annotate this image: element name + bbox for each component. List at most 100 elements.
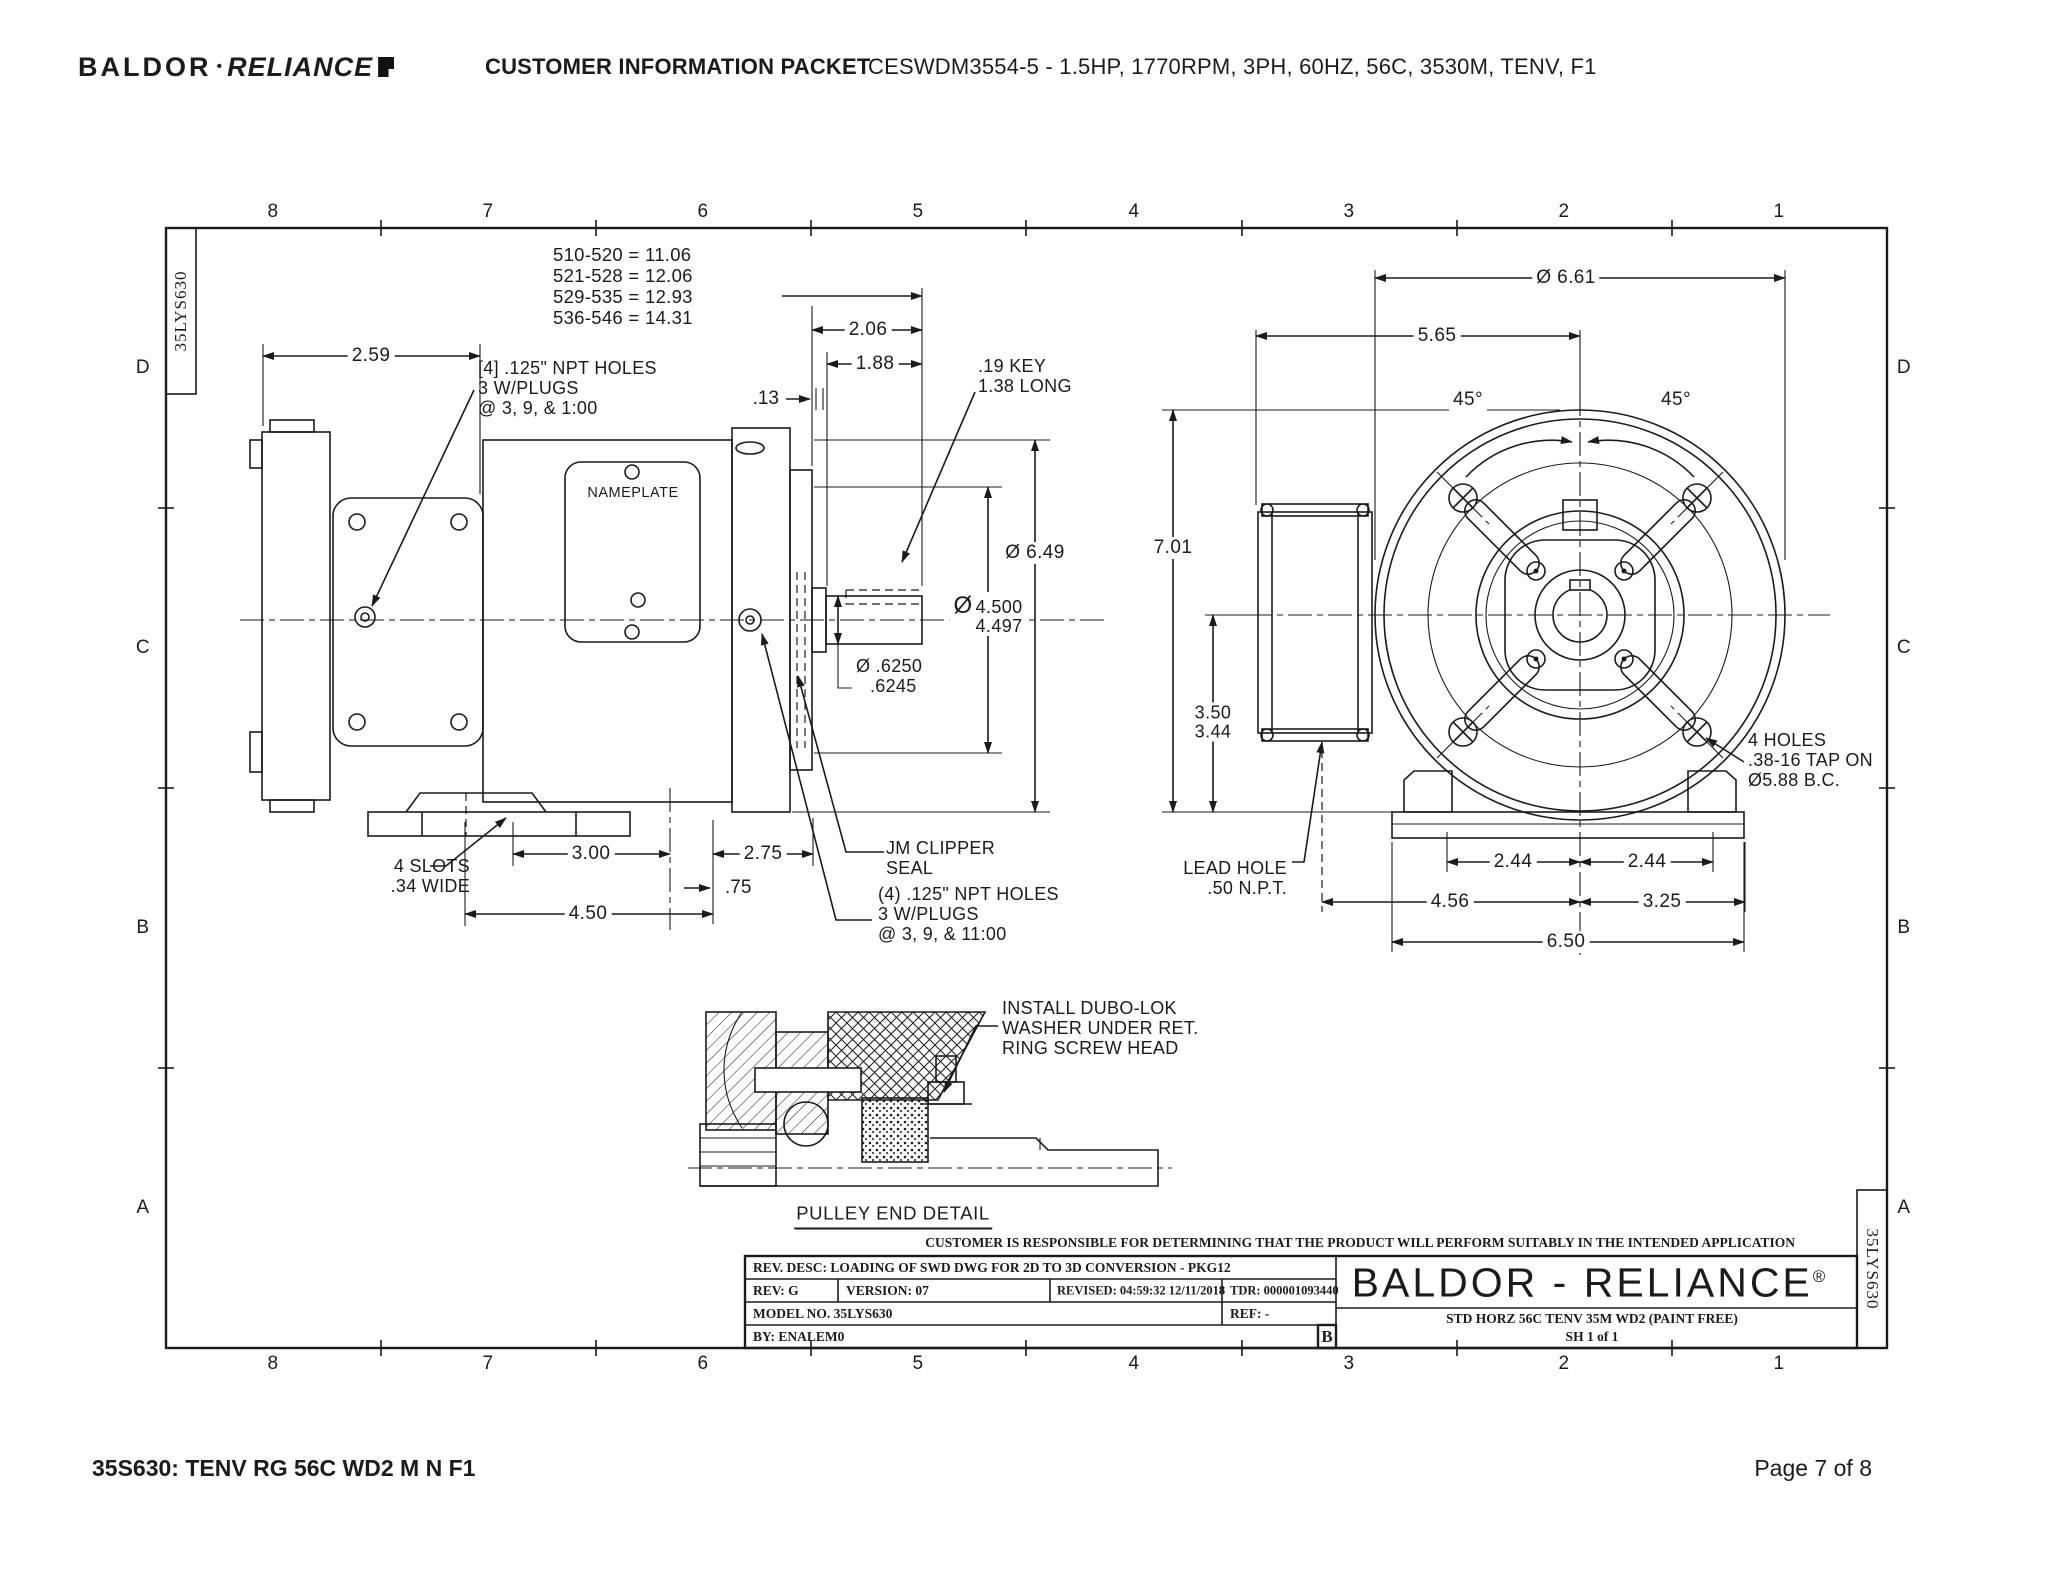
size-letter: B bbox=[1321, 1327, 1333, 1346]
dim-3-25: 3.25 bbox=[1638, 891, 1686, 913]
dim-344: 3.44 bbox=[1194, 721, 1232, 742]
zone-col-bottom-8: 8 bbox=[267, 1353, 279, 1374]
model-stamp-bottom-right: 35LYS630 bbox=[1863, 1228, 1882, 1310]
rev-desc-field: REV. DESC: LOADING OF SWD DWG FOR 2D TO … bbox=[753, 1260, 1231, 1275]
end-view-geometry bbox=[1248, 392, 1830, 955]
side-view-dimensions bbox=[262, 288, 1050, 926]
zone-col-bottom-7: 7 bbox=[482, 1353, 494, 1374]
rev-field: REV: G bbox=[753, 1283, 799, 1298]
jm-seal-line2: SEAL bbox=[886, 858, 934, 878]
dubo-note-line3: RING SCREW HEAD bbox=[1002, 1038, 1179, 1058]
slots-line2: .34 WIDE bbox=[390, 876, 470, 896]
zone-col-bottom-3: 3 bbox=[1343, 1353, 1355, 1374]
dia-4500-top: 4.500 bbox=[975, 597, 1023, 617]
dia-625-bot: .6245 bbox=[870, 676, 917, 696]
length-row-529: 529-535 = 12.93 bbox=[553, 286, 693, 307]
dubo-note-line1: INSTALL DUBO-LOK bbox=[1002, 998, 1177, 1018]
dim-2-44-right: 2.44 bbox=[1623, 851, 1671, 873]
zone-col-bottom-2: 2 bbox=[1558, 1353, 1570, 1374]
ref-field: REF: - bbox=[1230, 1306, 1270, 1321]
zone-col-top-8: 8 bbox=[267, 201, 279, 222]
jm-clipper-seal-note: JM CLIPPER SEAL bbox=[886, 838, 995, 878]
drawing-description: STD HORZ 56C TENV 35M WD2 (PAINT FREE) bbox=[1446, 1311, 1738, 1326]
tap-holes-line1: 4 HOLES bbox=[1748, 730, 1827, 750]
logo-reliance-text: RELIANCE bbox=[227, 51, 374, 82]
slots-note: 4 SLOTS .34 WIDE bbox=[391, 856, 470, 896]
sheet-count: SH 1 of 1 bbox=[1565, 1329, 1619, 1344]
end-view-dimensions bbox=[1162, 270, 1786, 952]
key-note-line2: 1.38 LONG bbox=[978, 376, 1072, 396]
length-row-536: 536-546 = 14.31 bbox=[553, 307, 693, 328]
dim-3-00: 3.00 bbox=[567, 843, 615, 865]
dim-13: .13 bbox=[749, 388, 782, 410]
zone-col-top-5: 5 bbox=[912, 201, 924, 222]
npt-holes-note-bottom: (4) .125" NPT HOLES 3 W/PLUGS @ 3, 9, & … bbox=[878, 884, 1059, 944]
angle-45-right: 45° bbox=[1657, 389, 1695, 411]
dia-6-49: Ø 6.49 bbox=[1001, 542, 1069, 564]
logo-separator-dot: • bbox=[216, 58, 223, 75]
model-no-field: MODEL NO. 35LYS630 bbox=[753, 1306, 893, 1321]
dia-625-top: Ø .6250 bbox=[856, 656, 923, 676]
dim-7-01: 7.01 bbox=[1149, 537, 1197, 559]
diameter-symbol: Ø bbox=[953, 592, 973, 619]
angle-45-left: 45° bbox=[1449, 389, 1487, 411]
motor-spec-line: CESWDM3554-5 - 1.5HP, 1770RPM, 3PH, 60HZ… bbox=[868, 54, 1597, 79]
length-row-510: 510-520 = 11.06 bbox=[553, 244, 692, 265]
tap-holes-line3: Ø5.88 B.C. bbox=[1748, 770, 1841, 790]
dim-1-88: 1.88 bbox=[851, 353, 899, 375]
dim-5-65: 5.65 bbox=[1413, 325, 1461, 347]
title-block-grid bbox=[743, 1254, 1859, 1350]
dia-6-61: Ø 6.61 bbox=[1532, 267, 1600, 289]
dim-2-75: 2.75 bbox=[739, 843, 787, 865]
header-logo: BALDOR • RELIANCE bbox=[78, 51, 395, 82]
dim-2-44-left: 2.44 bbox=[1489, 851, 1537, 873]
nameplate-label: NAMEPLATE bbox=[587, 485, 679, 501]
npt-bottom-line3: @ 3, 9, & 11:00 bbox=[878, 924, 1007, 944]
footer-model-line: 35S630: TENV RG 56C WD2 M N F1 bbox=[92, 1455, 476, 1481]
npt-bottom-line1: (4) .125" NPT HOLES bbox=[878, 884, 1059, 904]
zone-col-bottom-6: 6 bbox=[697, 1353, 709, 1374]
dubo-lok-note: INSTALL DUBO-LOK WASHER UNDER RET. RING … bbox=[1002, 998, 1198, 1058]
footer-page-number: Page 7 of 8 bbox=[1754, 1455, 1872, 1481]
npt-top-line1: [4] .125" NPT HOLES bbox=[478, 358, 657, 378]
revised-field: REVISED: 04:59:32 12/11/2018 bbox=[1057, 1283, 1226, 1298]
dim-75: .75 bbox=[722, 877, 755, 899]
lead-hole-line1: LEAD HOLE bbox=[1183, 858, 1287, 878]
lead-hole-line2: .50 N.P.T. bbox=[1207, 878, 1287, 898]
dubo-note-line2: WASHER UNDER RET. bbox=[1002, 1018, 1199, 1038]
by-field: BY: ENALEM0 bbox=[753, 1329, 845, 1344]
tap-holes-line2: .38-16 TAP ON bbox=[1748, 750, 1873, 770]
pulley-end-detail-geometry bbox=[688, 1011, 1172, 1187]
zone-col-bottom-1: 1 bbox=[1773, 1353, 1785, 1374]
dim-350: 3.50 bbox=[1194, 702, 1232, 723]
zone-row-left-d: D bbox=[135, 357, 151, 378]
zone-col-top-2: 2 bbox=[1558, 201, 1570, 222]
key-note: .19 KEY 1.38 LONG bbox=[978, 356, 1072, 396]
npt-top-line2: 3 W/PLUGS bbox=[478, 378, 579, 398]
zone-row-right-c: C bbox=[1896, 637, 1912, 658]
dim-2-06: 2.06 bbox=[844, 319, 892, 341]
jm-seal-line1: JM CLIPPER bbox=[886, 838, 996, 858]
version-field: VERSION: 07 bbox=[846, 1283, 929, 1298]
model-stamp-top-left: 35LYS630 bbox=[171, 270, 190, 352]
brand-text: BALDOR - RELIANCE bbox=[1351, 1259, 1813, 1306]
zone-col-top-3: 3 bbox=[1343, 201, 1355, 222]
zone-col-bottom-4: 4 bbox=[1128, 1353, 1140, 1374]
key-note-line1: .19 KEY bbox=[978, 356, 1047, 376]
disclaimer-note: CUSTOMER IS RESPONSIBLE FOR DETERMINING … bbox=[925, 1235, 1795, 1250]
npt-bottom-line2: 3 W/PLUGS bbox=[878, 904, 979, 924]
zone-col-top-6: 6 bbox=[697, 201, 709, 222]
pulley-end-detail-caption: PULLEY END DETAIL bbox=[794, 1203, 992, 1230]
zone-row-right-b: B bbox=[1897, 917, 1911, 938]
zone-col-top-1: 1 bbox=[1773, 201, 1785, 222]
shaft-length-table: 510-520 = 11.06 521-528 = 12.06 529-535 … bbox=[553, 244, 693, 328]
packet-title: CUSTOMER INFORMATION PACKET bbox=[485, 54, 871, 79]
tap-holes-note: 4 HOLES .38-16 TAP ON Ø5.88 B.C. bbox=[1748, 730, 1873, 790]
zone-col-top-7: 7 bbox=[482, 201, 494, 222]
length-row-521: 521-528 = 12.06 bbox=[553, 265, 693, 286]
logo-baldor-text: BALDOR bbox=[78, 51, 212, 82]
npt-top-line3: @ 3, 9, & 1:00 bbox=[478, 398, 598, 418]
